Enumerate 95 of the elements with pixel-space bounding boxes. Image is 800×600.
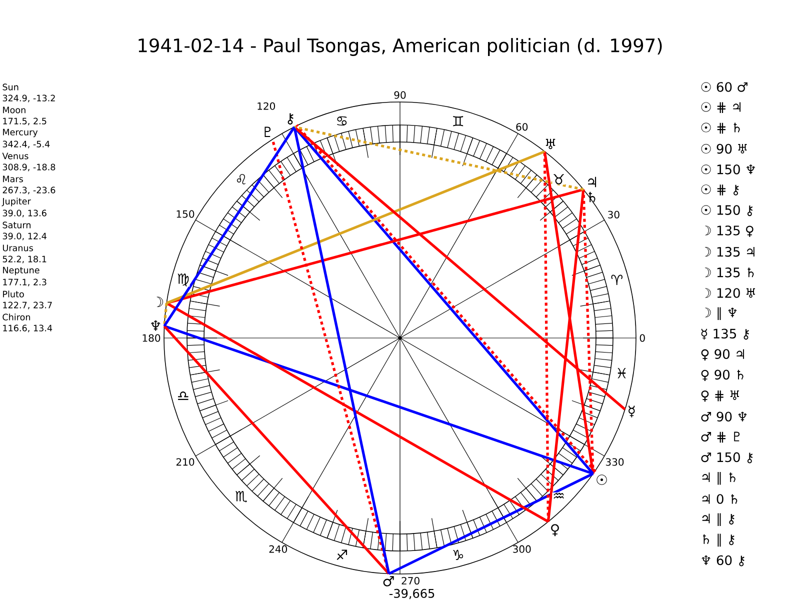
zodiac-symbol: ♈ [610, 274, 624, 286]
planet-symbol: ⚷ [288, 113, 294, 125]
aspect-line [388, 472, 594, 575]
planet-name: Venus [2, 152, 28, 160]
coordinate-pair: 122.7, 23.7 [3, 302, 52, 310]
aspect-entry: ☉ ⋕ ⚷ [701, 184, 739, 196]
aspect-entry: ☽ 135 ♃ [704, 246, 754, 257]
aspect-entry: ♀ 90 ♄ [701, 370, 744, 382]
aspect-entry: ☽ ∥ ♆ [704, 307, 737, 320]
coordinate-pair: 116.6, 13.4 [3, 324, 52, 332]
aspect-entry: ☽ 120 ♅ [704, 288, 755, 298]
planet-symbol: ♆ [151, 320, 160, 331]
aspect-entry: ♃ 0 ♄ [702, 494, 738, 504]
degree-number: 180 [142, 334, 160, 342]
aspect-entry: ♂ 150 ⚷ [701, 452, 753, 464]
planet-name: Neptune [3, 266, 40, 276]
planet-symbol: ♂ [383, 576, 394, 586]
coordinate-pair: 39.0, 13.6 [2, 210, 46, 218]
zodiac-symbol: ♓ [615, 368, 628, 379]
zodiac-symbol: ♋ [335, 116, 348, 126]
aspect-entry: ♃ ∥ ♄ [702, 472, 736, 485]
aspect-line [543, 152, 550, 522]
coordinate-pair: 342.4, -5.4 [2, 140, 50, 148]
aspect-line [293, 126, 390, 574]
aspect-entry: ☉ 150 ♆ [701, 164, 755, 174]
aspect-entry: ♃ ∥ ⚷ [702, 513, 734, 526]
degree-number: 0 [640, 334, 645, 342]
aspect-line [163, 126, 296, 327]
degree-number: 330 [606, 458, 624, 466]
aspect-entry: ♂ 90 ♆ [701, 412, 747, 422]
aspect-line [546, 189, 585, 522]
planet-name: Mercury [3, 128, 38, 138]
coordinate-pair: 52.2, 18.1 [2, 256, 46, 264]
aspect-line [166, 188, 584, 304]
planet-name: Chiron [2, 314, 30, 320]
title: 1941-02-14 - Paul Tsongas, American politician (d. 1997) [138, 38, 662, 56]
aspect-line [582, 189, 594, 474]
planet-symbol: ☿ [628, 406, 635, 418]
planet-symbol: ☉ [596, 474, 607, 485]
planet-symbol: ♀ [551, 524, 559, 536]
degree-number: 150 [176, 210, 194, 218]
planet-symbol: ♄ [588, 192, 596, 202]
coordinate-pair: 171.5, 2.5 [3, 118, 46, 126]
planet-symbol: ♃ [588, 176, 596, 188]
aspect-line [294, 126, 584, 191]
degree-number: 120 [258, 102, 276, 110]
degree-number: 30 [608, 210, 620, 218]
aspect-entry: ☉ 150 ⚷ [701, 205, 753, 216]
zodiac-symbol: ♌ [234, 174, 248, 185]
degree-number: 270 [402, 576, 420, 585]
planet-name: Mars [3, 176, 23, 182]
aspect-line [163, 325, 390, 575]
planet-name: Saturn [2, 222, 30, 228]
coordinate-pair: 324.9, -13.2 [2, 94, 55, 102]
coordinate-pair: 39.0, 12.4 [2, 232, 46, 240]
planet-name: Jupiter [2, 198, 31, 206]
aspect-entry: ♄ ∥ ⚷ [703, 534, 734, 547]
degree-number: 60 [516, 123, 528, 131]
planet-name: Uranus [2, 244, 33, 252]
coordinate-pair: 267.3, -23.6 [2, 186, 56, 194]
planet-symbol: ☽ [156, 296, 164, 308]
degree-number: 90 [394, 91, 406, 99]
aspect-line [166, 302, 549, 523]
aspect-entry: ☉ ⋕ ♃ [701, 102, 740, 113]
degree-number: 240 [269, 545, 288, 553]
aspect-line [163, 303, 168, 326]
aspect-entry: ♀ 90 ♃ [701, 349, 744, 360]
zodiac-symbol: ♏ [234, 490, 248, 503]
aspect-line [164, 324, 594, 475]
aspect-entry: ☽ 135 ♄ [704, 268, 754, 278]
degree-number: 300 [513, 545, 531, 553]
planet-name: Pluto [3, 290, 24, 298]
planet-symbol: ♇ [264, 126, 271, 137]
aspect-entry: ☉ ⋕ ♄ [701, 122, 740, 134]
number-label: -39,665 [389, 588, 434, 600]
coordinate-pair: 308.9, -18.8 [2, 164, 56, 172]
aspect-entry: ☽ 135 ♀ [704, 226, 754, 237]
aspect-entry: ♀ ⋕ ♅ [701, 390, 739, 402]
planet-name: Sun [2, 84, 18, 90]
coordinate-pair: 177.1, 2.3 [3, 278, 46, 286]
aspect-line [294, 126, 626, 410]
aspect-entry: ☿ 135 ⚷ [701, 328, 749, 340]
planet-symbol: ♅ [546, 138, 556, 150]
aspect-line [166, 150, 546, 304]
zodiac-symbol: ♐ [335, 549, 348, 560]
aspect-entry: ♆ 60 ⚷ [702, 555, 744, 566]
planet-name: Moon [3, 106, 26, 114]
degree-number: 210 [176, 458, 194, 466]
zodiac-symbol: ♊ [452, 116, 465, 127]
zodiac-symbol: ♎ [176, 391, 190, 401]
zodiac-symbol: ♑ [452, 549, 465, 560]
aspect-entry: ♂ ⋕ ♇ [701, 432, 740, 443]
aspect-line [543, 151, 594, 474]
aspect-entry: ☉ 90 ♅ [701, 144, 747, 154]
aspect-entry: ☉ 60 ♂ [701, 82, 748, 92]
